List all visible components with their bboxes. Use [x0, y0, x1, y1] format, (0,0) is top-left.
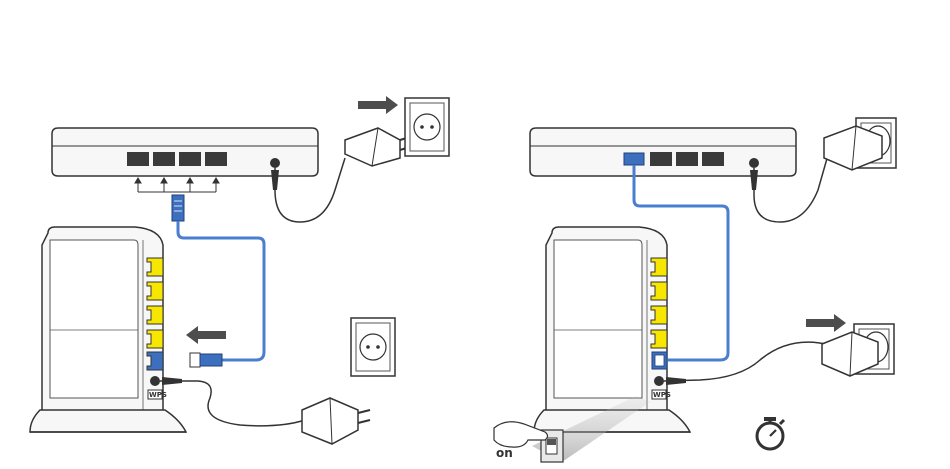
modem-icon — [530, 128, 796, 176]
power-cable-router — [160, 381, 305, 426]
router-icon: WPS — [42, 227, 167, 416]
arrow-right-icon — [806, 314, 846, 332]
power-adapter-icon — [302, 398, 370, 444]
wall-socket-icon — [351, 318, 395, 376]
arrow-right-icon — [358, 96, 398, 114]
modem-icon — [52, 128, 318, 176]
wps-label: WPS — [653, 391, 671, 399]
router-stand — [30, 410, 186, 432]
timer-icon — [757, 417, 784, 449]
port-indicator-arrows — [135, 178, 219, 192]
switch-on-label: on — [496, 446, 513, 460]
power-cable-router — [664, 342, 830, 381]
ethernet-plug-icon — [172, 195, 184, 221]
arrow-left-icon — [186, 326, 226, 344]
router-icon: WPS — [546, 227, 671, 416]
panel-right: WPS on — [494, 118, 896, 462]
power-adapter-icon — [345, 128, 410, 166]
wps-label: WPS — [149, 391, 167, 399]
panel-left: WPS — [30, 96, 449, 444]
ethernet-cable — [178, 221, 264, 360]
ethernet-plug-icon — [190, 353, 222, 367]
wall-socket-icon — [405, 98, 449, 156]
